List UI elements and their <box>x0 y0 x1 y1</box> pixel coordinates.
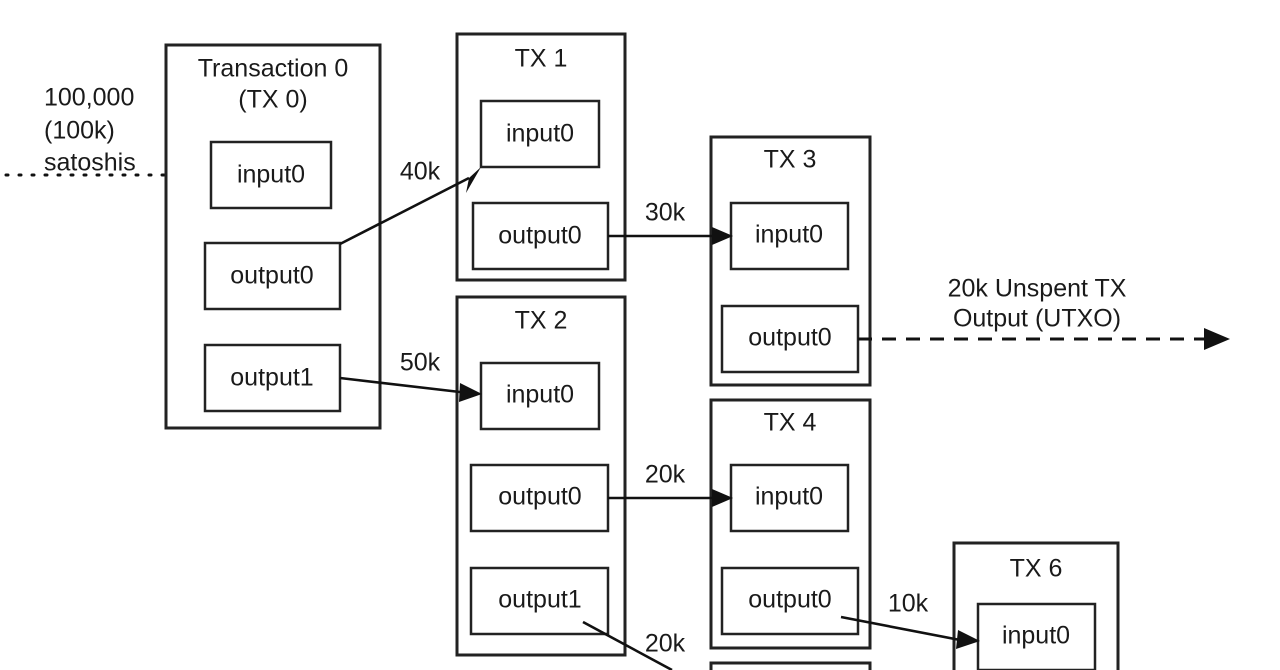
flow-tx2-tx4-arrowhead <box>712 489 733 507</box>
flow-tx4-tx6-arrowhead <box>956 630 980 649</box>
flow-tx2-tx4: 20k <box>608 461 733 507</box>
tx2-output0-label: output0 <box>498 483 581 511</box>
source-note: 100,000 (100k) satoshis <box>44 84 136 177</box>
flow-tx0-tx1: 40k <box>339 158 481 246</box>
tx-box-tx5-partial[interactable] <box>709 661 872 670</box>
tx3-output0-label: output0 <box>748 324 831 352</box>
tx2-slot-input0[interactable]: input0 <box>479 361 601 431</box>
tx0-title-line2: (TX 0) <box>238 86 307 114</box>
tx3-output0-box <box>720 304 860 374</box>
tx1-input0-box <box>479 99 601 169</box>
tx3-input0-box <box>729 201 850 271</box>
flow-tx0-tx2: 50k <box>339 349 482 402</box>
tx6-slot-input0[interactable]: input0 <box>976 602 1097 670</box>
tx6-title: TX 6 <box>1010 555 1063 583</box>
tx1-input0-label: input0 <box>506 120 574 148</box>
flow-utxo-arrowhead <box>1204 328 1230 350</box>
tx-box-tx0[interactable]: Transaction 0 (TX 0) input0 output0 outp… <box>164 43 382 430</box>
tx2-input0-label: input0 <box>506 381 574 409</box>
tx1-slot-input0[interactable]: input0 <box>479 99 601 169</box>
tx3-slot-input0[interactable]: input0 <box>729 201 850 271</box>
tx2-input0-box <box>479 361 601 431</box>
tx4-output0-label: output0 <box>748 586 831 614</box>
tx1-title: TX 1 <box>515 45 568 73</box>
tx0-output1-label: output1 <box>230 364 313 392</box>
tx1-slot-output0[interactable]: output0 <box>471 201 610 271</box>
tx4-input0-box <box>729 463 850 533</box>
tx4-title: TX 4 <box>764 409 817 437</box>
flow-tx4-tx6: 10k <box>840 590 980 649</box>
tx0-title-line1: Transaction 0 <box>198 55 349 83</box>
tx4-output0-box <box>720 566 860 636</box>
tx0-outline <box>164 43 382 430</box>
tx0-output0-box <box>203 241 342 311</box>
tx2-slot-output1[interactable]: output1 <box>469 566 610 636</box>
flow-tx2-tx4-amount: 20k <box>645 461 686 489</box>
tx2-output1-label: output1 <box>498 586 581 614</box>
flow-utxo: 20k Unspent TX Output (UTXO) <box>858 275 1230 350</box>
flow-tx1-tx3-amount: 30k <box>645 199 686 227</box>
tx-box-tx6[interactable]: TX 6 input0 <box>952 541 1120 670</box>
flow-tx2-tx5: 20k <box>582 620 686 670</box>
flow-tx0-tx2-arrowhead <box>459 383 482 402</box>
tx2-output0-box <box>469 463 610 533</box>
tx-box-tx3[interactable]: TX 3 input0 output0 <box>709 135 872 387</box>
tx-box-tx4[interactable]: TX 4 input0 output0 <box>709 398 872 650</box>
tx5-outline-partial <box>709 661 872 670</box>
source-note-line1: 100,000 <box>44 84 134 112</box>
tx4-slot-output0[interactable]: output0 <box>720 566 860 636</box>
flow-tx2-tx5-amount: 20k <box>645 630 686 658</box>
flow-tx0-tx1-arrowhead <box>466 167 481 193</box>
tx1-output0-label: output0 <box>498 222 581 250</box>
tx0-slot-output1[interactable]: output1 <box>203 343 342 413</box>
tx0-input0-box <box>209 140 333 210</box>
tx3-input0-label: input0 <box>755 221 823 249</box>
utxo-note-line2: Output (UTXO) <box>953 305 1121 333</box>
flow-tx0-tx2-amount: 50k <box>400 349 441 377</box>
tx4-input0-label: input0 <box>755 483 823 511</box>
tx0-slot-output0[interactable]: output0 <box>203 241 342 311</box>
tx4-slot-input0[interactable]: input0 <box>729 463 850 533</box>
tx3-slot-output0[interactable]: output0 <box>720 304 860 374</box>
tx0-input0-label: input0 <box>237 161 305 189</box>
tx6-input0-box <box>976 602 1097 670</box>
flow-tx1-tx3: 30k <box>608 199 733 245</box>
flow-tx1-tx3-arrowhead <box>712 227 733 245</box>
source-note-line2: (100k) <box>44 117 115 145</box>
flow-tx4-tx6-amount: 10k <box>888 590 929 618</box>
tx-box-tx1[interactable]: TX 1 input0 output0 <box>455 32 627 282</box>
tx0-slot-input0[interactable]: input0 <box>209 140 333 210</box>
tx3-title: TX 3 <box>764 146 817 174</box>
flow-tx0-tx1-amount: 40k <box>400 158 441 186</box>
tx0-output0-label: output0 <box>230 262 313 290</box>
tx2-slot-output0[interactable]: output0 <box>469 463 610 533</box>
tx2-title: TX 2 <box>515 307 568 335</box>
source-note-line3: satoshis <box>44 149 136 177</box>
tx6-input0-label: input0 <box>1002 622 1070 650</box>
tx-box-tx2[interactable]: TX 2 input0 output0 output1 <box>455 295 627 657</box>
utxo-note-line1: 20k Unspent TX <box>948 275 1127 303</box>
